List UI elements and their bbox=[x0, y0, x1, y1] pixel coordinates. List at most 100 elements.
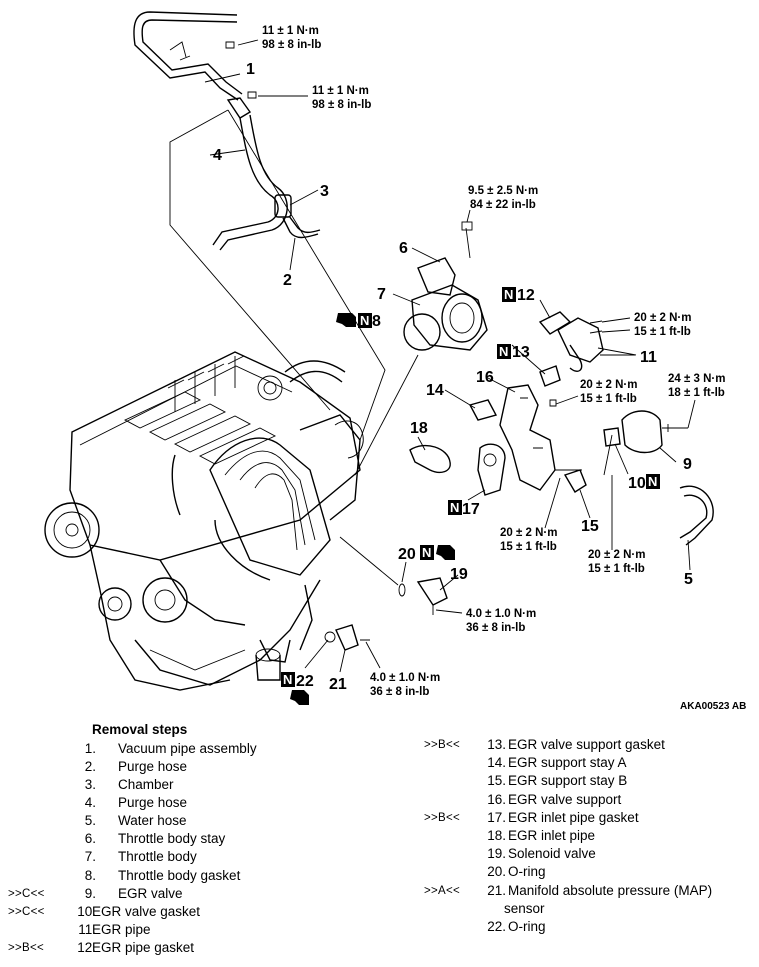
torque-15-nm: 20 ± 2 N·m bbox=[588, 549, 645, 561]
callout-2: 2 bbox=[283, 272, 292, 289]
step-label: EGR support stay A bbox=[508, 755, 627, 770]
oil-can-icon bbox=[436, 545, 455, 560]
torque-19-lb: 36 ± 8 in-lb bbox=[466, 622, 525, 634]
callout-1: 1 bbox=[246, 61, 255, 78]
step-label: O-ring bbox=[508, 864, 546, 879]
step-label: EGR pipe gasket bbox=[92, 940, 195, 955]
step-label: Throttle body gasket bbox=[118, 868, 241, 883]
step-label: EGR pipe bbox=[92, 922, 151, 937]
callout-8: 8 bbox=[372, 313, 381, 330]
torque-specs: 11 ± 1 N·m 98 ± 8 in-lb 11 ± 1 N·m 98 ± … bbox=[204, 25, 725, 698]
svg-text:N: N bbox=[450, 500, 459, 515]
egr-support-group bbox=[409, 384, 587, 496]
callout-17: 17 bbox=[462, 501, 480, 518]
callout-19: 19 bbox=[450, 566, 468, 583]
torque-21-lb: 36 ± 8 in-lb bbox=[370, 686, 429, 698]
nbox-10: N bbox=[646, 474, 660, 489]
sensor-group bbox=[324, 577, 448, 651]
egr-valve-group bbox=[603, 410, 688, 476]
step-number: 3. bbox=[84, 777, 96, 792]
throttle-body-group bbox=[403, 221, 488, 351]
callout-9: 9 bbox=[683, 456, 692, 473]
step-number: 18. bbox=[487, 828, 506, 843]
exploded-view-diagram: 1 2 3 4 5 6 7 8 9 10 11 12 13 14 15 16 1… bbox=[44, 11, 746, 712]
torque-9-lb: 18 ± 1 ft-lb bbox=[668, 387, 725, 399]
nbox-12: N bbox=[502, 287, 516, 302]
svg-text:N: N bbox=[422, 545, 431, 560]
step-number: 20. bbox=[487, 864, 506, 879]
torque-16-lb: 15 ± 1 ft-lb bbox=[580, 393, 637, 405]
step-mark: >>B<< bbox=[8, 942, 45, 954]
step-label: EGR inlet pipe gasket bbox=[508, 810, 639, 825]
callout-22: 22 bbox=[296, 673, 314, 690]
nbox-17: N bbox=[448, 500, 462, 515]
torque-21-nm: 4.0 ± 1.0 N·m bbox=[370, 672, 440, 684]
callout-15: 15 bbox=[581, 518, 599, 535]
callout-21: 21 bbox=[329, 676, 347, 693]
vacuum-pipe-assembly bbox=[133, 11, 257, 119]
nbox-13: N bbox=[497, 344, 511, 359]
step-number: 2. bbox=[84, 759, 96, 774]
svg-text:N: N bbox=[283, 672, 292, 687]
callout-14: 14 bbox=[426, 382, 444, 399]
removal-steps-legend: Removal steps 1. Vacuum pipe assembly 2.… bbox=[0, 712, 759, 967]
step-label: EGR support stay B bbox=[508, 773, 628, 788]
step-number: 7. bbox=[84, 849, 96, 864]
non-reusable-marks: N N N N N N N bbox=[281, 287, 660, 687]
torque-6-lb: 84 ± 22 in-lb bbox=[470, 199, 536, 211]
step-number: 6. bbox=[84, 831, 96, 846]
step-mark: >>A<< bbox=[424, 885, 461, 897]
step-number: 21. bbox=[487, 883, 506, 898]
step-number: 9. bbox=[84, 886, 96, 901]
nbox-8: N bbox=[358, 313, 372, 328]
torque-15-lb: 15 ± 1 ft-lb bbox=[588, 563, 645, 575]
step-21-continued: sensor bbox=[504, 901, 545, 916]
step-label: EGR valve gasket bbox=[92, 904, 201, 919]
step-mark: >>C<< bbox=[8, 888, 45, 900]
step-number: 15. bbox=[487, 773, 506, 788]
step-label: Chamber bbox=[118, 777, 174, 792]
egr-pipe-group bbox=[538, 311, 604, 387]
torque-11-lb: 15 ± 1 ft-lb bbox=[634, 326, 691, 338]
torque-2-nm: 11 ± 1 N·m bbox=[312, 85, 369, 97]
callout-4: 4 bbox=[213, 147, 222, 164]
context-lines bbox=[169, 109, 419, 586]
callout-16: 16 bbox=[476, 369, 494, 386]
step-label: EGR inlet pipe bbox=[508, 828, 596, 843]
engine-illustration bbox=[44, 351, 364, 691]
step-label: Purge hose bbox=[118, 759, 188, 774]
callout-numbers: 1 2 3 4 5 6 7 8 9 10 11 12 13 14 15 16 1… bbox=[213, 61, 693, 693]
step-number: 14. bbox=[487, 755, 506, 770]
step-number: 1. bbox=[84, 741, 96, 756]
step-number: 8. bbox=[84, 868, 96, 883]
purge-hoses-and-chamber bbox=[212, 114, 321, 251]
step-label: Solenoid valve bbox=[508, 846, 596, 861]
callout-7: 7 bbox=[377, 286, 386, 303]
svg-text:N: N bbox=[360, 313, 369, 328]
callout-11: 11 bbox=[640, 349, 657, 366]
nbox-22: N bbox=[281, 672, 295, 687]
step-number: 5. bbox=[84, 813, 96, 828]
svg-text:N: N bbox=[648, 474, 657, 489]
callout-20: 20 bbox=[398, 546, 416, 563]
step-number: 17. bbox=[487, 810, 506, 825]
svg-text:N: N bbox=[504, 287, 513, 302]
torque-2-lb: 98 ± 8 in-lb bbox=[312, 99, 371, 111]
step-label: EGR valve support gasket bbox=[508, 737, 665, 752]
oil-can-icon bbox=[290, 690, 309, 705]
step-number: 16. bbox=[487, 792, 506, 807]
svg-text:N: N bbox=[499, 344, 508, 359]
callout-12: 12 bbox=[517, 287, 535, 304]
callout-18: 18 bbox=[410, 420, 428, 437]
torque-9-nm: 24 ± 3 N·m bbox=[668, 373, 725, 385]
water-hose bbox=[679, 485, 714, 546]
step-number: 19. bbox=[487, 846, 506, 861]
step-number: 4. bbox=[84, 795, 96, 810]
callout-6: 6 bbox=[399, 240, 408, 257]
nbox-20: N bbox=[420, 545, 434, 560]
torque-17-nm: 20 ± 2 N·m bbox=[500, 527, 557, 539]
torque-1-lb: 98 ± 8 in-lb bbox=[262, 39, 321, 51]
step-label: Vacuum pipe assembly bbox=[118, 741, 257, 756]
step-label: Purge hose bbox=[118, 795, 188, 810]
torque-1-nm: 11 ± 1 N·m bbox=[262, 25, 319, 37]
